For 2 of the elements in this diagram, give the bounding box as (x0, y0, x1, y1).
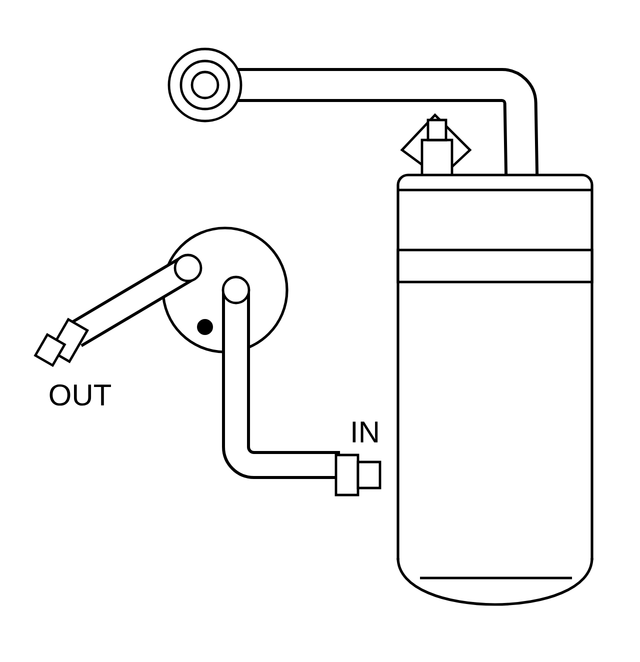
port-label: IN (352, 422, 378, 442)
port-label: OUT (50, 384, 111, 406)
